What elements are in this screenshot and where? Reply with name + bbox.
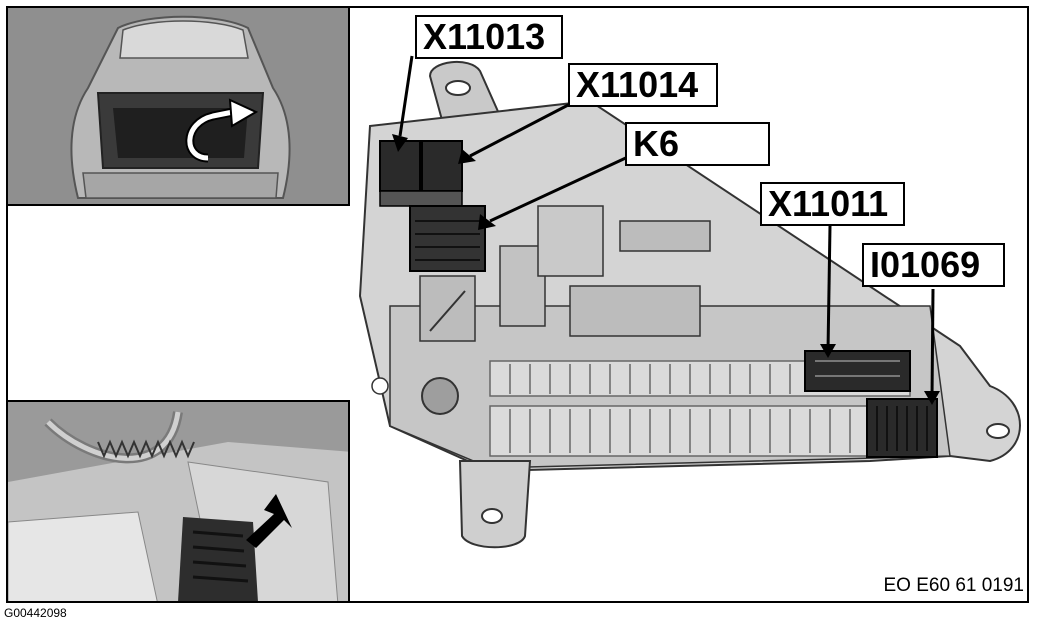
inset-location-view	[6, 400, 350, 603]
car-rear-illustration	[8, 8, 348, 204]
image-id: G00442098	[4, 606, 67, 620]
reference-code: EO E60 61 0191	[883, 575, 1025, 596]
inset-trunk-view	[6, 6, 350, 206]
junction-box-illustration	[358, 55, 1021, 549]
pointer-arrow-icon	[246, 494, 292, 548]
callout-x11013: X11013	[415, 15, 563, 59]
callout-x11011: X11011	[760, 182, 905, 226]
callout-x11014: X11014	[568, 63, 718, 107]
rotate-arrow-icon	[185, 98, 259, 163]
installation-location-illustration	[8, 402, 348, 601]
callout-i01069: I01069	[862, 243, 1005, 287]
callout-k6: K6	[625, 122, 770, 166]
